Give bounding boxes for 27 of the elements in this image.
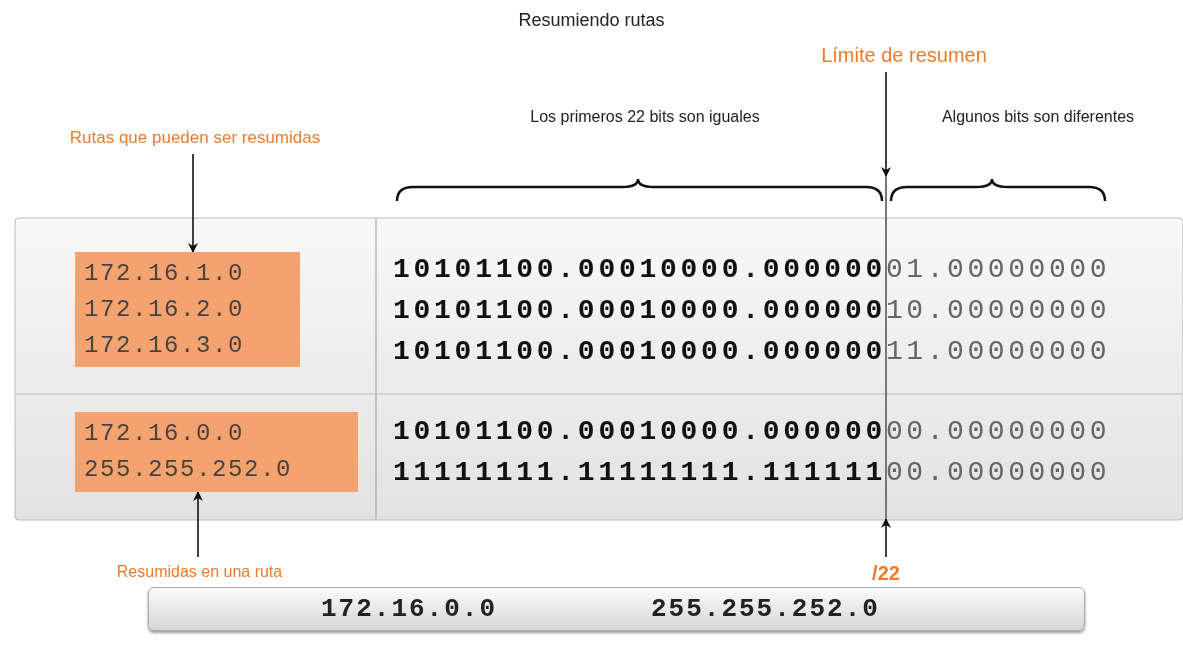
- arrow: [188, 153, 198, 253]
- arrow: [193, 491, 203, 558]
- prefix-label: /22: [860, 561, 912, 585]
- ip-address: 255.255.252.0: [84, 455, 294, 485]
- annotation-text: Algunos bits son diferentes: [940, 108, 1136, 126]
- address-text: 172.16.0.0: [321, 594, 498, 624]
- callout-text: Rutas que pueden ser resumidas: [30, 126, 360, 150]
- arrow: [881, 518, 891, 558]
- binary-address: 10101100.00010000.00000010.00000000: [393, 295, 1110, 327]
- callout-text: Resumidas en una ruta: [82, 561, 317, 583]
- binary-address: 10101100.00010000.00000011.00000000: [393, 336, 1110, 368]
- summary-bar: [148, 587, 1085, 631]
- address-text: 255.255.252.0: [651, 594, 880, 624]
- annotation-text: Los primeros 22 bits son iguales: [529, 108, 761, 126]
- ip-address: 172.16.2.0: [84, 294, 246, 325]
- diagram-title: Resumiendo rutas: [517, 10, 666, 31]
- ip-address: 172.16.1.0: [84, 258, 246, 289]
- binary-address: 11111111.11111111.11111100.00000000: [393, 457, 1110, 489]
- address-box: [75, 252, 300, 367]
- ip-address: 172.16.3.0: [84, 330, 246, 361]
- arrow: [881, 71, 891, 177]
- address-box: [75, 412, 358, 492]
- binary-address: 10101100.00010000.00000000.00000000: [393, 416, 1110, 448]
- callout-text: Límite de resumen: [808, 42, 1000, 68]
- ip-address: 172.16.0.0: [84, 419, 246, 449]
- boundary-line: [885, 176, 887, 519]
- binary-address: 10101100.00010000.00000001.00000000: [393, 254, 1110, 286]
